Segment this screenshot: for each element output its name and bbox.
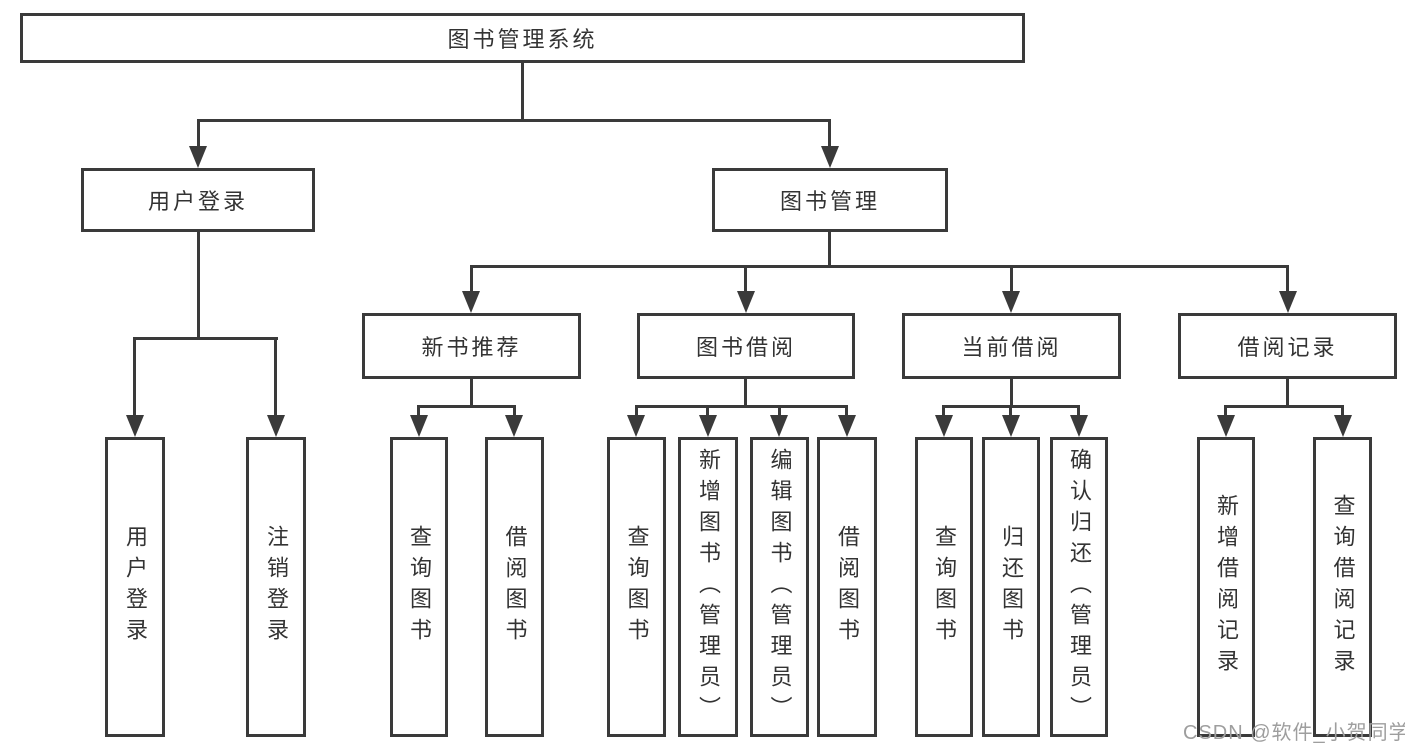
arrowhead-bb-borrow — [838, 415, 856, 437]
csdn-watermark: CSDN @软件_小贺同学 — [1183, 722, 1405, 744]
connector-book-mgmt-drop — [828, 119, 831, 150]
node-book-borrow: 图书借阅 — [637, 313, 855, 379]
leaf-rec-query-book: 查询图书 — [390, 437, 448, 737]
node-borrow-record: 借阅记录 — [1178, 313, 1397, 379]
leaf-cb-query-book: 查询图书 — [915, 437, 973, 737]
arrowhead-user-login — [189, 146, 207, 168]
leaf-user-login: 用户登录 — [105, 437, 165, 737]
connector-rec-borrow-drop — [513, 405, 516, 419]
arrowhead-new-book-rec — [462, 291, 480, 313]
arrowhead-cb-confirm — [1070, 415, 1088, 437]
connector-cb-return-drop — [1009, 405, 1012, 419]
leaf-cb-confirm-return: 确认归还（管理员） — [1050, 437, 1108, 737]
arrowhead-user-login-leaf — [126, 415, 144, 437]
connector-bb-query-drop — [635, 405, 638, 419]
node-user-login: 用户登录 — [81, 168, 315, 232]
node-current-borrow: 当前借阅 — [902, 313, 1121, 379]
connector-new-book-rec-stem — [470, 379, 473, 408]
leaf-bb-edit-book: 编辑图书（管理员） — [750, 437, 809, 737]
connector-root-stem — [521, 61, 524, 119]
node-book-mgmt: 图书管理 — [712, 168, 948, 232]
connector-borrow-record-drop — [1286, 265, 1289, 295]
connector-cb-confirm-drop — [1077, 405, 1080, 419]
connector-bb-edit-drop — [778, 405, 781, 419]
leaf-bb-borrow-book: 借阅图书 — [817, 437, 877, 737]
arrowhead-bb-query — [627, 415, 645, 437]
connector-user-login-leaf1-drop — [133, 337, 136, 417]
arrowhead-bb-add — [699, 415, 717, 437]
connector-bb-add-drop — [706, 405, 709, 419]
leaf-br-add-record: 新增借阅记录 — [1197, 437, 1255, 737]
connector-book-borrow-stem — [744, 379, 747, 408]
leaf-br-query-record: 查询借阅记录 — [1313, 437, 1372, 737]
arrowhead-rec-borrow — [505, 415, 523, 437]
node-root: 图书管理系统 — [20, 13, 1025, 63]
connector-user-login-drop — [197, 119, 200, 150]
connector-br-add-drop — [1224, 405, 1227, 419]
arrowhead-current-borrow — [1002, 291, 1020, 313]
connector-borrow-record-rail — [1224, 405, 1343, 408]
arrowhead-book-mgmt — [821, 146, 839, 168]
leaf-cb-return-book: 归还图书 — [982, 437, 1040, 737]
arrowhead-br-add — [1217, 415, 1235, 437]
arrowhead-br-query — [1334, 415, 1352, 437]
connector-cb-query-drop — [942, 405, 945, 419]
leaf-rec-borrow-book: 借阅图书 — [485, 437, 544, 737]
arrowhead-rec-query — [410, 415, 428, 437]
arrowhead-book-borrow — [737, 291, 755, 313]
connector-bb-borrow-drop — [845, 405, 848, 419]
connector-borrow-record-stem — [1286, 379, 1289, 408]
connector-book-borrow-rail — [635, 405, 848, 408]
arrowhead-logout-leaf — [267, 415, 285, 437]
leaf-logout: 注销登录 — [246, 437, 306, 737]
arrowhead-bb-edit — [770, 415, 788, 437]
connector-current-borrow-stem — [1010, 379, 1013, 408]
connector-new-book-rec-rail — [417, 405, 516, 408]
connector-current-borrow-drop — [1010, 265, 1013, 295]
connector-book-borrow-drop — [744, 265, 747, 295]
connector-new-book-rec-drop — [470, 265, 473, 295]
connector-level1-rail — [197, 119, 831, 122]
connector-level2-rail — [470, 265, 1289, 268]
connector-user-login-rail — [133, 337, 278, 340]
connector-br-query-drop — [1341, 405, 1344, 419]
leaf-bb-add-book: 新增图书（管理员） — [678, 437, 738, 737]
connector-user-login-leaf2-drop — [274, 337, 277, 417]
arrowhead-borrow-record — [1279, 291, 1297, 313]
connector-user-login-stem — [197, 232, 200, 340]
connector-rec-query-drop — [417, 405, 420, 419]
node-new-book-rec: 新书推荐 — [362, 313, 581, 379]
arrowhead-cb-query — [935, 415, 953, 437]
connector-book-mgmt-stem — [828, 232, 831, 268]
leaf-bb-query-book: 查询图书 — [607, 437, 666, 737]
arrowhead-cb-return — [1002, 415, 1020, 437]
